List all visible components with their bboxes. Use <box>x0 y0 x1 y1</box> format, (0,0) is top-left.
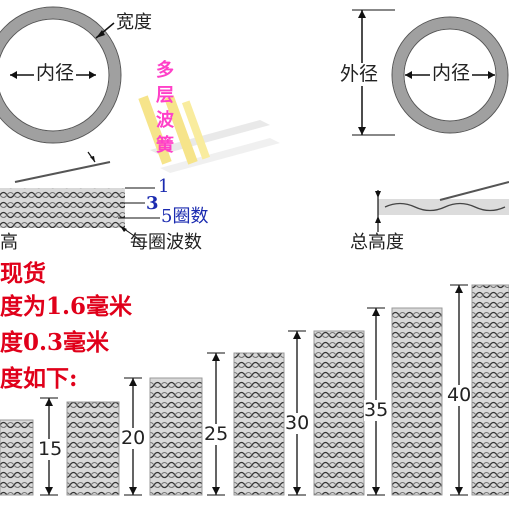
spring-stack <box>367 307 443 496</box>
note-line-1: 现货 <box>0 260 46 287</box>
height-label-35: 35 <box>364 399 389 421</box>
turns-label: 5圈数 <box>161 206 209 227</box>
right-inner-diameter-label: 内径 <box>430 62 473 84</box>
spring-stacks <box>0 284 509 496</box>
multilayer-illustration <box>138 95 280 173</box>
height-label-15: 15 <box>38 438 63 460</box>
outer-diameter-label: 外径 <box>340 63 379 86</box>
spring-stack <box>40 397 120 496</box>
left-inner-diameter-label: 内径 <box>34 62 77 84</box>
spring-stack <box>0 419 34 496</box>
stack-label-1: 1 <box>158 176 170 197</box>
right-outer-ring <box>392 17 508 133</box>
height-label-25: 25 <box>204 423 229 445</box>
note-line-2: 度为1.6毫米 <box>0 293 133 320</box>
right-side-view <box>375 181 509 232</box>
total-height-label: 总高度 <box>350 232 404 253</box>
layer-char-1: 多 <box>156 60 174 81</box>
left-outer-ring <box>0 7 121 143</box>
width-label: 宽度 <box>116 12 152 33</box>
layer-char-2: 层 <box>156 85 174 106</box>
height-label-partial: 高 <box>0 232 18 253</box>
spring-stack <box>207 352 285 496</box>
note-line-3: 度0.3毫米 <box>0 329 110 356</box>
left-ring-diagram <box>0 6 122 144</box>
height-label-20: 20 <box>121 427 146 449</box>
spring-stack <box>124 377 203 496</box>
spring-stack <box>288 330 365 496</box>
stack-label-3: 3 <box>146 193 159 214</box>
note-line-4: 度如下: <box>0 365 78 392</box>
height-label-40: 40 <box>447 384 472 406</box>
layer-char-4: 簧 <box>156 135 174 156</box>
left-stack-side-view <box>0 151 160 241</box>
height-label-30: 30 <box>285 412 310 434</box>
layer-char-3: 波 <box>156 110 174 131</box>
waves-per-turn-label: 每圈波数 <box>130 232 202 253</box>
